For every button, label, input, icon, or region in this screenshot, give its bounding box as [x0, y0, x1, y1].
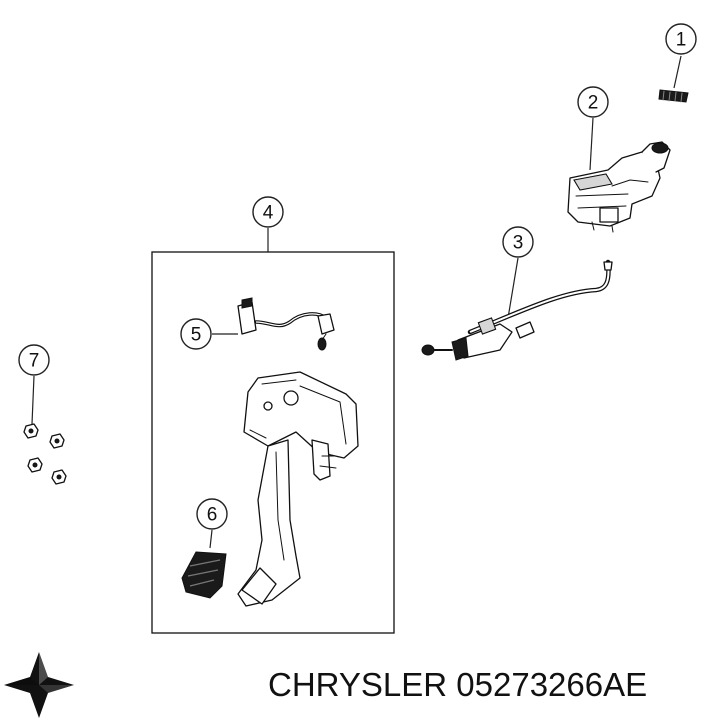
part-6-pedal-pad: 6 [181, 498, 228, 599]
callout-5: 5 [180, 318, 212, 350]
callout-6: 6 [196, 498, 228, 530]
callout-1: 1 [665, 23, 697, 55]
part-7-nuts: 7 [18, 344, 67, 485]
pentastar-logo-icon [4, 652, 74, 718]
part-5-switch-harness: 5 [180, 297, 335, 351]
svg-text:7: 7 [29, 351, 40, 372]
nut [27, 457, 43, 473]
brand-name: CHRYSLER [268, 666, 448, 703]
svg-text:3: 3 [513, 233, 524, 254]
part-number: 05273266AE [456, 666, 648, 703]
svg-text:5: 5 [191, 325, 202, 346]
svg-text:6: 6 [207, 505, 218, 526]
callout-4: 4 [252, 196, 284, 228]
svg-text:2: 2 [588, 93, 599, 114]
nut [49, 433, 65, 449]
part-2-reservoir: 2 [567, 86, 671, 233]
nut [51, 469, 67, 485]
part-1-cap: 1 [658, 23, 697, 103]
nut [23, 423, 39, 439]
callout-3: 3 [502, 226, 534, 258]
part-caption: CHRYSLER 05273266AE [268, 660, 716, 710]
group-frame [151, 251, 395, 634]
svg-text:1: 1 [676, 30, 687, 51]
part-3-master-cylinder-line: 3 [421, 226, 613, 361]
callout-7: 7 [18, 344, 50, 376]
svg-text:4: 4 [263, 203, 274, 224]
part-4-pedal-assembly: 4 [151, 196, 395, 634]
callout-2: 2 [577, 86, 609, 118]
